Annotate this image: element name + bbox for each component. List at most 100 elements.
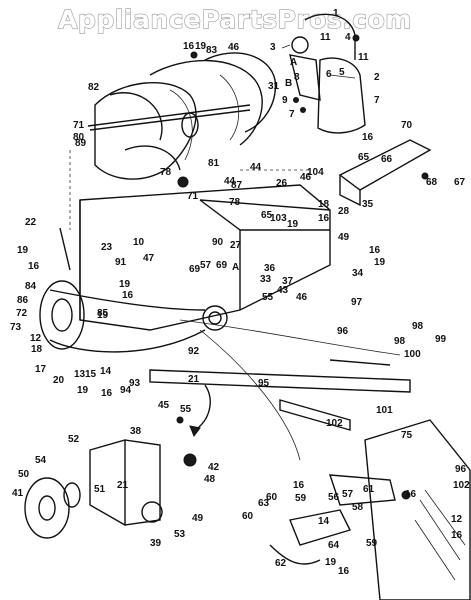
callout-102: 102 <box>453 480 470 491</box>
callout-11: 11 <box>358 52 369 63</box>
callout-36: 36 <box>264 263 276 274</box>
callout-61: 61 <box>363 484 375 495</box>
callout-75: 75 <box>401 430 413 441</box>
callout-12: 12 <box>451 514 463 525</box>
callout-1: 1 <box>333 8 339 19</box>
callout-102: 102 <box>326 418 343 429</box>
callout-93: 93 <box>129 378 141 389</box>
callout-104: 104 <box>307 167 324 178</box>
callout-89: 89 <box>75 138 87 149</box>
callout-51: 51 <box>94 484 106 495</box>
callout-64: 64 <box>328 540 340 551</box>
callout-57: 57 <box>342 489 354 500</box>
callout-17: 17 <box>35 364 47 375</box>
callout-6: 6 <box>326 69 332 80</box>
callout-13: 13 <box>74 369 86 380</box>
callout-58: 58 <box>352 502 364 513</box>
callout-60: 60 <box>266 492 278 503</box>
callout-18: 18 <box>31 344 43 355</box>
callout-37: 37 <box>282 276 294 287</box>
callout-46: 46 <box>300 172 312 183</box>
callout-71: 71 <box>73 120 85 131</box>
callout-56: 56 <box>328 492 340 503</box>
callout-16: 16 <box>451 530 463 541</box>
callout-60: 60 <box>242 511 254 522</box>
callout-59: 59 <box>295 493 307 504</box>
callout-100: 100 <box>404 349 421 360</box>
callout-80: 80 <box>73 132 85 143</box>
callout-33: 33 <box>260 274 272 285</box>
callout-71: 71 <box>187 191 199 202</box>
callout-16: 16 <box>318 213 330 224</box>
callout-55: 55 <box>180 404 192 415</box>
callout-90: 90 <box>212 237 224 248</box>
callout-62: 62 <box>275 558 287 569</box>
callout-20: 20 <box>53 375 65 386</box>
callout-4: 4 <box>345 32 351 43</box>
callout-78: 78 <box>229 197 241 208</box>
callout-78: 78 <box>160 167 172 178</box>
callout-70: 70 <box>401 120 413 131</box>
callout-53: 53 <box>174 529 186 540</box>
callout-72: 72 <box>16 308 28 319</box>
callout-23: 23 <box>101 242 113 253</box>
callout-8: 8 <box>294 72 300 83</box>
callout-42: 42 <box>208 462 220 473</box>
callout-49: 49 <box>192 513 204 524</box>
callout-94: 94 <box>120 385 132 396</box>
callout-84: 84 <box>25 281 37 292</box>
callout-16: 16 <box>293 480 305 491</box>
callout-69: 69 <box>216 260 228 271</box>
callout-82: 82 <box>88 82 100 93</box>
callout-19: 19 <box>119 279 131 290</box>
callout-66: 66 <box>381 154 393 165</box>
callout-85: 85 <box>97 308 109 319</box>
callout-19: 19 <box>287 219 299 230</box>
callout-73: 73 <box>10 322 22 333</box>
callout-21: 21 <box>117 480 129 491</box>
callout-68: 68 <box>426 177 438 188</box>
callout-B: B <box>285 78 292 89</box>
callout-39: 39 <box>150 538 162 549</box>
callout-19: 19 <box>374 257 386 268</box>
callout-26: 26 <box>276 178 288 189</box>
callout-28: 28 <box>338 206 350 217</box>
callout-92: 92 <box>188 346 200 357</box>
callout-15: 15 <box>85 369 97 380</box>
callout-67: 67 <box>454 177 466 188</box>
callout-11: 11 <box>320 32 331 43</box>
callout-14: 14 <box>318 516 330 527</box>
callout-19: 19 <box>97 310 109 321</box>
callout-31: 31 <box>268 81 280 92</box>
callout-16: 16 <box>101 388 113 399</box>
callout-19: 19 <box>77 385 89 396</box>
callout-44: 44 <box>224 176 236 187</box>
callout-47: 47 <box>143 253 155 264</box>
lower-left-detail <box>24 416 197 539</box>
callout-48: 48 <box>204 474 216 485</box>
lower-right-detail <box>269 419 471 600</box>
callout-99: 99 <box>435 334 447 345</box>
callout-96: 96 <box>455 464 467 475</box>
callout-98: 98 <box>394 336 406 347</box>
callout-10: 10 <box>133 237 145 248</box>
callout-16: 16 <box>405 489 417 500</box>
callout-46: 46 <box>296 292 308 303</box>
frame-rails <box>149 319 411 461</box>
callout-22: 22 <box>25 217 37 228</box>
callout-44: 44 <box>250 162 262 173</box>
callout-A: A <box>232 262 239 273</box>
callout-12: 12 <box>30 333 42 344</box>
callout-35: 35 <box>362 199 374 210</box>
callout-43: 43 <box>277 285 289 296</box>
main-housing <box>69 150 331 331</box>
callout-91: 91 <box>115 257 127 268</box>
callout-55: 55 <box>262 292 274 303</box>
callout-59: 59 <box>366 538 378 549</box>
callout-16: 16 <box>183 41 195 52</box>
callout-A: A <box>290 57 297 68</box>
callout-81: 81 <box>208 158 220 169</box>
callout-97: 97 <box>351 297 363 308</box>
